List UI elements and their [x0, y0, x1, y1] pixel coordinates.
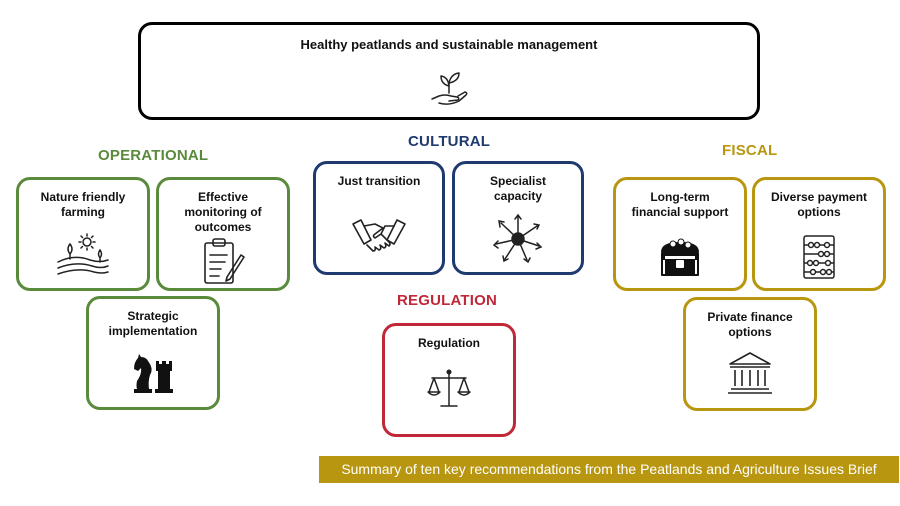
card-diverse-payment-options: Diverse payment options: [752, 177, 886, 291]
card-title: Strategic implementation: [108, 309, 198, 338]
card-title: Diverse payment options: [770, 190, 868, 219]
card-private-finance-options: Private finance options: [683, 297, 817, 411]
card-title: Regulation: [418, 336, 480, 350]
card-title: Effective monitoring of outcomes: [184, 190, 262, 234]
scales-icon: [426, 368, 472, 410]
clipboard-icon: [201, 237, 245, 287]
farm-landscape-icon: [56, 232, 110, 276]
card-regulation: Regulation: [382, 323, 516, 437]
card-specialist-capacity: Specialist capacity: [452, 161, 584, 275]
caption-banner: Summary of ten key recommendations from …: [319, 456, 899, 483]
category-cultural: CULTURAL: [408, 133, 491, 150]
chess-pieces-icon: [130, 349, 176, 395]
card-title: Nature friendly farming: [40, 190, 126, 219]
category-operational: OPERATIONAL: [98, 147, 209, 164]
card-just-transition: Just transition: [313, 161, 445, 275]
bank-icon: [726, 350, 774, 396]
handshake-icon: [351, 216, 407, 256]
abacus-icon: [801, 234, 837, 280]
hand-plant-icon: [429, 69, 469, 107]
card-title: Long-term financial support: [631, 190, 729, 219]
category-fiscal: FISCAL: [722, 142, 778, 159]
team-hands-icon: [493, 214, 543, 264]
card-long-term-financial-support: Long-term financial support: [613, 177, 747, 291]
treasure-chest-icon: [657, 236, 703, 278]
header-title: Healthy peatlands and sustainable manage…: [300, 37, 598, 52]
card-nature-friendly-farming: Nature friendly farming: [16, 177, 150, 291]
card-strategic-implementation: Strategic implementation: [86, 296, 220, 410]
card-title: Just transition: [337, 174, 421, 188]
card-title: Private finance options: [707, 310, 793, 339]
card-effective-monitoring: Effective monitoring of outcomes: [156, 177, 290, 291]
category-regulation: REGULATION: [397, 292, 498, 309]
card-title: Specialist capacity: [489, 174, 547, 203]
header-box: Healthy peatlands and sustainable manage…: [138, 22, 760, 120]
